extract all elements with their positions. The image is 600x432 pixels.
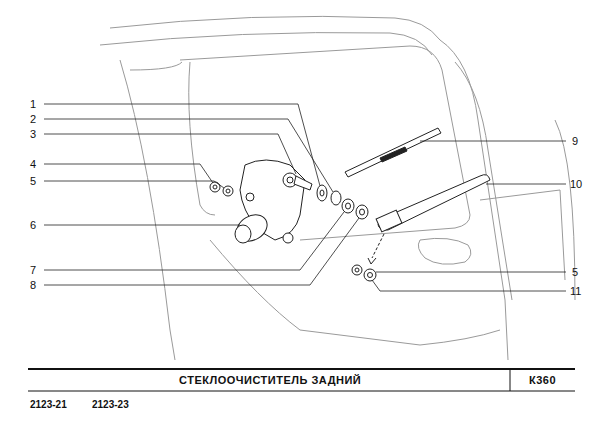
callout-number: 4 xyxy=(30,159,36,170)
sheet-code: К360 xyxy=(529,375,556,386)
callout-number: 6 xyxy=(30,220,36,231)
callout-number: 2 xyxy=(30,114,36,125)
callout-number: 8 xyxy=(30,280,36,291)
callout-number: 5 xyxy=(30,176,36,187)
callout-number: 5 xyxy=(572,267,578,278)
diagram-title: СТЕКЛООЧИСТИТЕЛЬ ЗАДНИЙ xyxy=(179,375,361,386)
callout-number: 9 xyxy=(572,136,578,147)
callout-number: 11 xyxy=(570,286,581,297)
callout-number: 10 xyxy=(570,179,582,190)
model-code: 2123-23 xyxy=(92,400,129,410)
callout-number: 1 xyxy=(30,99,36,110)
model-code: 2123-21 xyxy=(30,400,67,410)
callout-number: 3 xyxy=(30,129,36,140)
callout-number: 7 xyxy=(30,265,36,276)
